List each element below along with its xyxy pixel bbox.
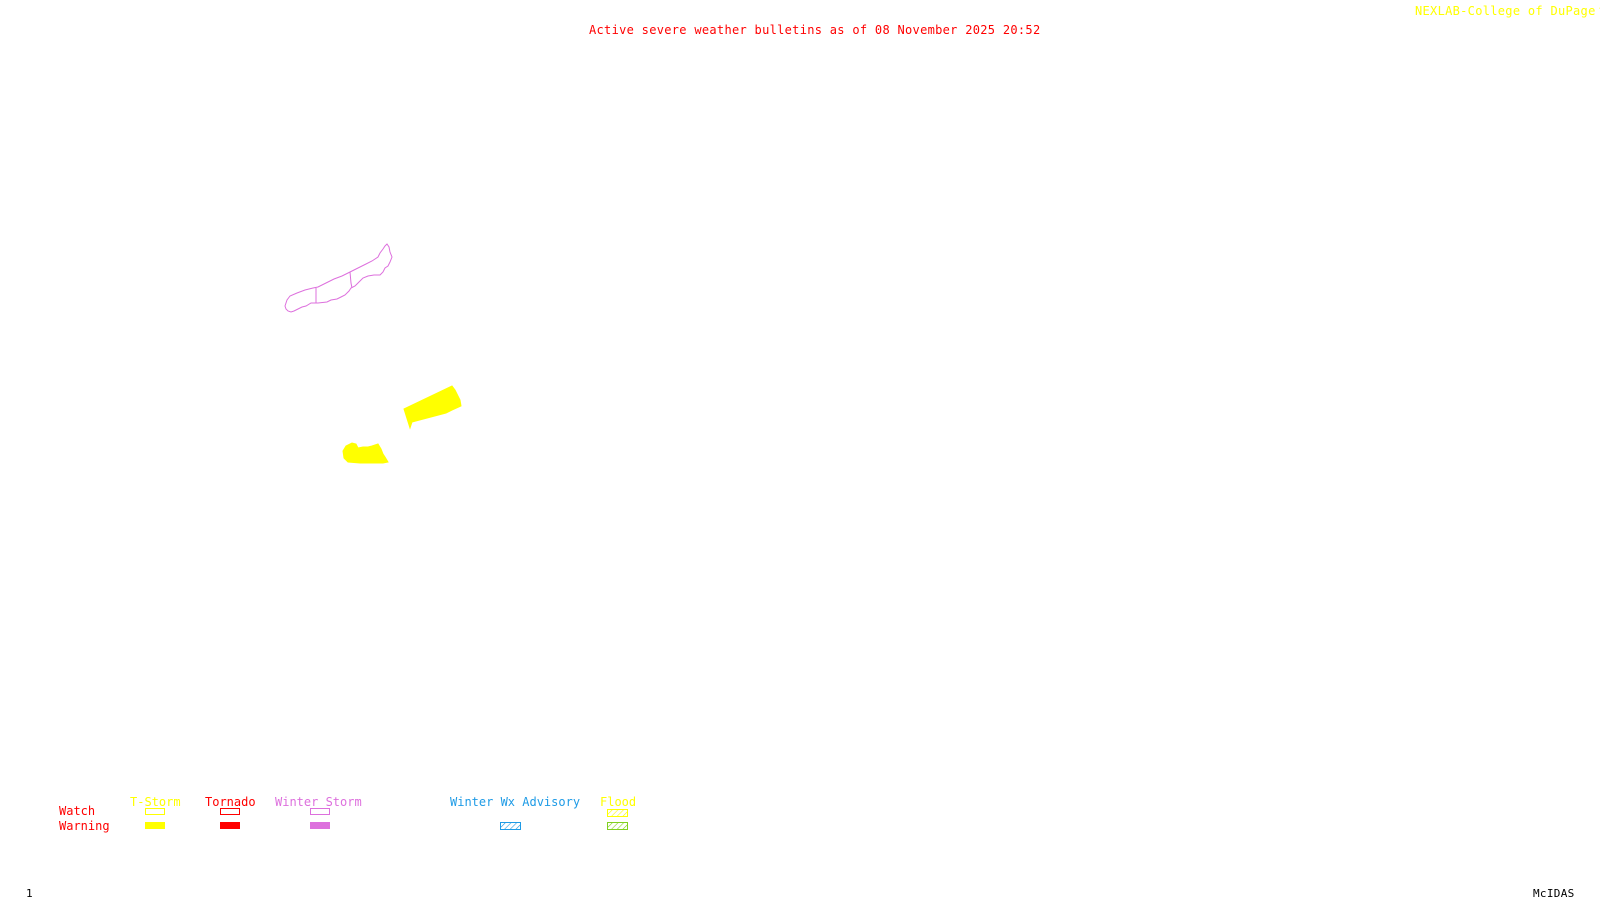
software-label: McIDAS xyxy=(1533,887,1575,900)
bulletin-title: Active severe weather bulletins as of 08… xyxy=(589,23,1041,37)
legend-winter-wx-advisory-label: Winter Wx Advisory xyxy=(450,795,581,809)
source-credit-text: NEXLAB-College of DuPage xyxy=(1415,4,1596,18)
legend-tstorm-warning-swatch xyxy=(145,822,165,829)
legend-tornado-watch-swatch xyxy=(220,808,240,815)
legend-tstorm-watch-swatch xyxy=(145,808,165,815)
county-boundary-2 xyxy=(349,271,353,289)
winter-storm-warning-zone xyxy=(284,243,393,313)
winter-storm-zone-outline xyxy=(284,243,393,313)
legend-watch-label: Watch xyxy=(59,804,96,818)
legend-tstorm-label: T-Storm xyxy=(130,795,181,809)
legend-flood-warning-swatch xyxy=(607,822,628,830)
tstorm-warning-polygon-2 xyxy=(342,442,389,464)
legend-winter-wx-advisory-swatch xyxy=(500,822,521,830)
legend-tornado-warning-swatch xyxy=(220,822,240,829)
tstorm-warning-polygon-1 xyxy=(403,385,462,430)
legend-warning-label: Warning xyxy=(59,819,110,833)
legend-flood-watch-swatch xyxy=(607,809,628,817)
legend-flood-label: Flood xyxy=(600,795,637,809)
frame-number: 1 xyxy=(26,887,33,900)
source-credit: NEXLAB-College of DuPage⭨ xyxy=(1415,5,1600,17)
nexlab-logo-icon: ⭨ xyxy=(1599,4,1600,18)
legend-winter-storm-watch-swatch xyxy=(310,808,330,815)
legend-tornado-label: Tornado xyxy=(205,795,256,809)
legend-winter-storm-warning-swatch xyxy=(310,822,330,829)
legend-winter-storm-label: Winter Storm xyxy=(275,795,362,809)
